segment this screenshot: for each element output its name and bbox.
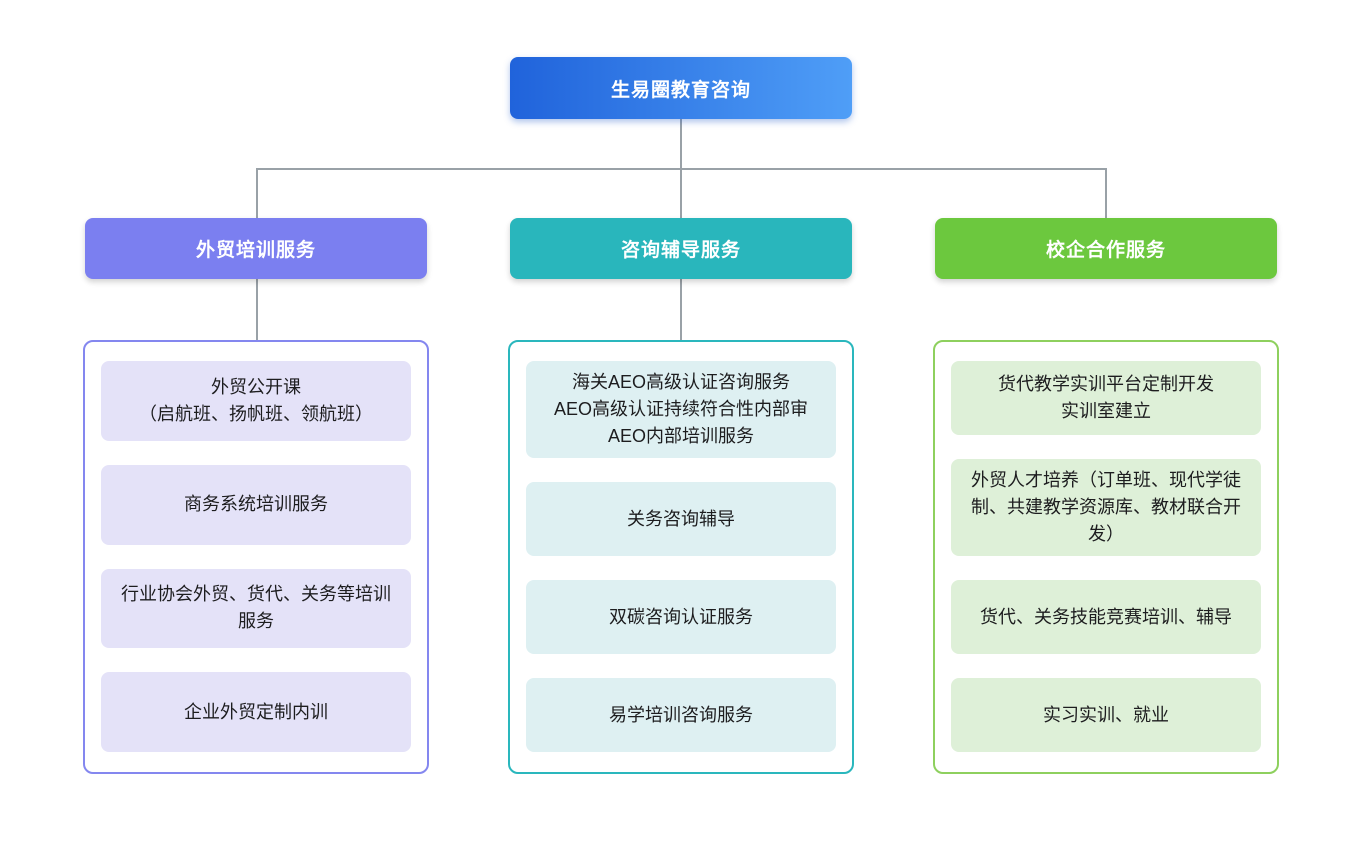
root-node-label: 生易圈教育咨询 — [610, 79, 751, 101]
branch-header-label: 外贸培训服务 — [195, 240, 316, 261]
branch-header-label: 校企合作服务 — [1045, 240, 1166, 261]
leaf-item: 海关AEO高级认证咨询服务 AEO高级认证持续符合性内部审 AEO内部培训服务 — [526, 361, 836, 458]
leaf-item: 易学培训咨询服务 — [526, 678, 836, 752]
item-list: 外贸公开课 （启航班、扬帆班、领航班） 商务系统培训服务 行业协会外贸、货代、关… — [85, 342, 427, 772]
connector-drop-branch-2 — [680, 168, 682, 218]
branch-header-label: 咨询辅导服务 — [620, 240, 741, 261]
leaf-item: 外贸公开课 （启航班、扬帆班、领航班） — [101, 361, 411, 441]
leaf-item: 商务系统培训服务 — [101, 464, 411, 545]
branch-header-school-enterprise: 校企合作服务 — [935, 218, 1277, 279]
item-list: 货代教学实训平台定制开发 实训室建立 外贸人才培养（订单班、现代学徒制、共建教学… — [935, 342, 1277, 772]
connector-drop-branch-3 — [1105, 168, 1107, 218]
leaf-item: 双碳咨询认证服务 — [526, 580, 836, 654]
connector-header2-box — [680, 279, 682, 340]
branch-box-trade-training: 外贸公开课 （启航班、扬帆班、领航班） 商务系统培训服务 行业协会外贸、货代、关… — [83, 340, 429, 774]
branch-header-consulting: 咨询辅导服务 — [510, 218, 852, 279]
connector-drop-branch-1 — [256, 168, 258, 218]
leaf-item: 外贸人才培养（订单班、现代学徒制、共建教学资源库、教材联合开发） — [951, 459, 1261, 556]
root-node: 生易圈教育咨询 — [510, 57, 852, 119]
leaf-item: 货代教学实训平台定制开发 实训室建立 — [951, 361, 1261, 435]
connector-root-stem — [680, 119, 682, 168]
branch-header-trade-training: 外贸培训服务 — [85, 218, 427, 279]
branch-box-consulting: 海关AEO高级认证咨询服务 AEO高级认证持续符合性内部审 AEO内部培训服务 … — [508, 340, 854, 774]
leaf-item: 行业协会外贸、货代、关务等培训服务 — [101, 568, 411, 649]
leaf-item: 关务咨询辅导 — [526, 482, 836, 556]
leaf-item: 企业外贸定制内训 — [101, 672, 411, 752]
branch-box-school-enterprise: 货代教学实训平台定制开发 实训室建立 外贸人才培养（订单班、现代学徒制、共建教学… — [933, 340, 1279, 774]
connector-header1-box — [256, 279, 258, 340]
leaf-item: 实习实训、就业 — [951, 678, 1261, 752]
leaf-item: 货代、关务技能竞赛培训、辅导 — [951, 580, 1261, 654]
item-list: 海关AEO高级认证咨询服务 AEO高级认证持续符合性内部审 AEO内部培训服务 … — [510, 342, 852, 772]
